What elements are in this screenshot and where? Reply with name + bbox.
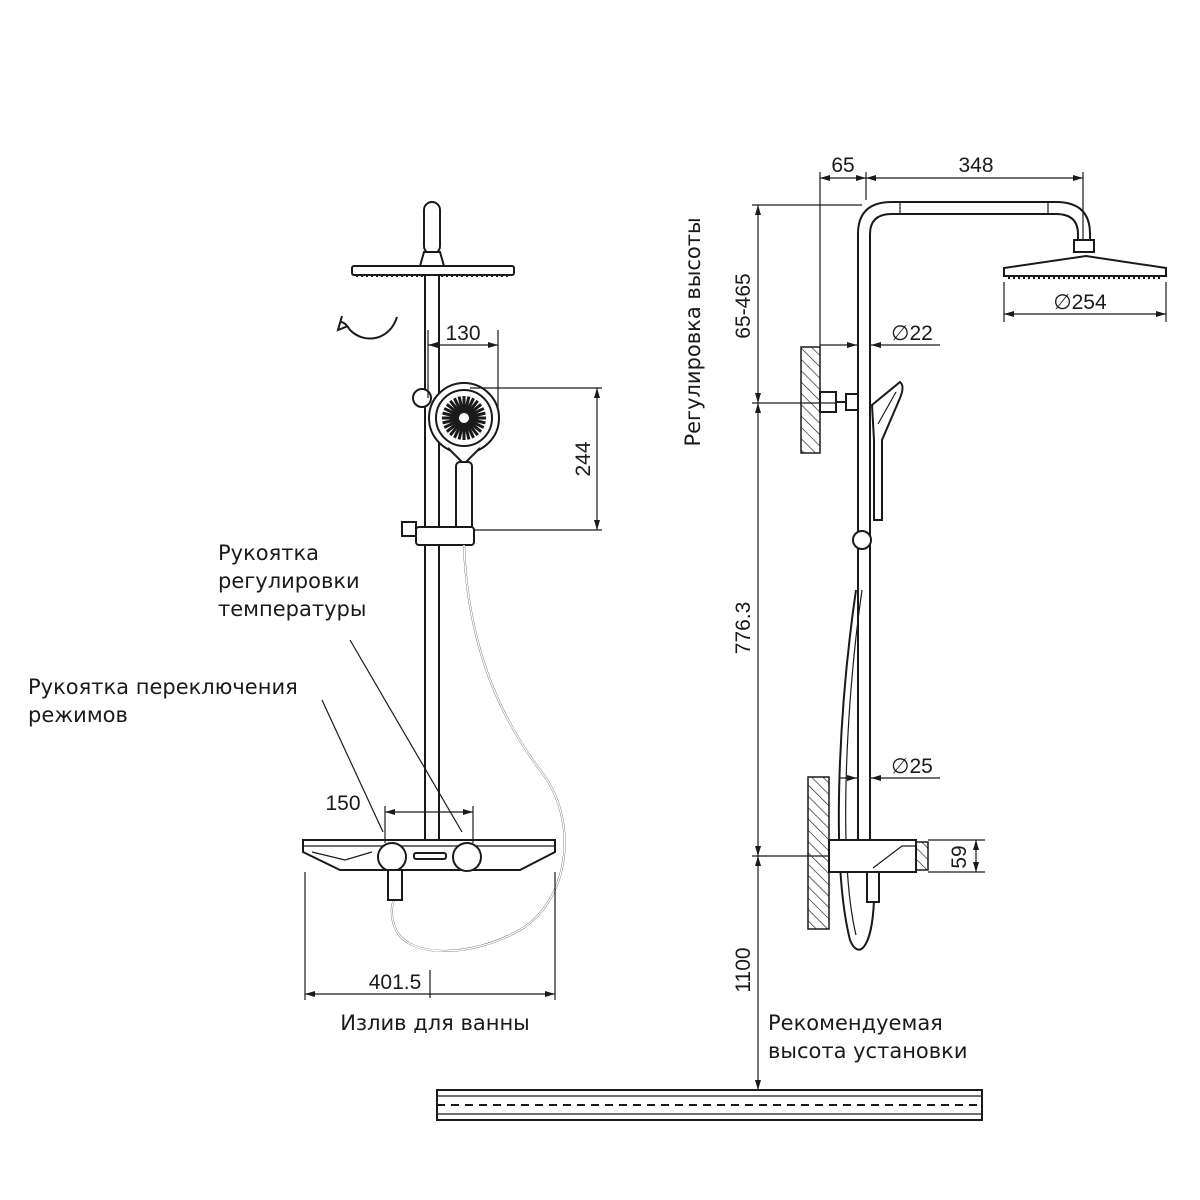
floor-line <box>436 1089 983 1121</box>
dim-pipe-bottom-diameter: ∅25 <box>891 755 933 778</box>
side-slider-knob <box>852 530 872 550</box>
nozzle-ray <box>442 417 460 425</box>
dim-height-adjust-range: 65-465 <box>732 273 755 338</box>
nozzle-ray <box>445 403 462 417</box>
dim-arm-offset: 65 <box>831 154 854 177</box>
nozzle-ray <box>442 411 460 419</box>
dim-hand-shower-width: 130 <box>445 322 480 345</box>
nozzle-ray <box>457 396 465 414</box>
nozzle-ray <box>449 399 463 416</box>
nozzle-ray <box>445 419 462 433</box>
callout-labels: Рукоятка регулировки температуры Рукоятк… <box>28 217 968 1063</box>
label-temp-handle-line3: температуры <box>218 597 366 621</box>
nozzle-ray <box>467 418 485 429</box>
upper-wall-plate <box>800 346 821 454</box>
nozzle-ray <box>457 422 465 440</box>
nozzle-ray <box>465 420 479 437</box>
dim-pipe-length: 776.3 <box>732 602 755 655</box>
dim-shelf-width: 401.5 <box>369 971 422 994</box>
holder-knob <box>412 388 432 408</box>
label-bath-spout: Излив для ванны <box>340 1011 530 1035</box>
side-dimensions <box>752 172 1167 1090</box>
label-temp-handle-line2: регулировки <box>218 569 360 593</box>
label-height-adjust: Регулировка высоты <box>681 217 705 446</box>
label-mode-handle-line2: режимов <box>28 703 128 727</box>
nozzle-ray <box>453 421 464 439</box>
slider-bracket <box>401 521 475 546</box>
nozzle-ray <box>466 403 483 417</box>
label-temp-handle-line1: Рукоятка <box>218 541 319 565</box>
dim-mixer-height: 59 <box>948 845 971 868</box>
dim-pipe-top-diameter: ∅22 <box>891 322 933 345</box>
rotation-arrow-icon <box>336 315 398 340</box>
dimension-texts: 130 244 150 401.5 65 348 ∅254 ∅22 ∅25 65… <box>325 154 1107 994</box>
nozzle-ray <box>466 419 483 433</box>
dim-head-diameter: ∅254 <box>1053 291 1107 314</box>
label-mode-handle-line1: Рукоятка переключения <box>28 675 298 699</box>
bath-spout-outlet <box>387 869 403 901</box>
nozzle-ray <box>468 411 486 419</box>
nozzle-ray <box>468 417 486 425</box>
dim-hand-shower-height: 244 <box>572 441 595 476</box>
nozzle-sunburst <box>442 396 486 440</box>
side-overhead-shower-head <box>1003 239 1167 279</box>
front-overhead-shower-head <box>351 201 515 277</box>
front-dimensions <box>304 330 602 1000</box>
side-hand-shower <box>870 380 904 521</box>
nozzle-ray <box>463 396 471 414</box>
front-shower-hose <box>390 544 566 952</box>
nozzle-ray <box>465 399 479 416</box>
nozzle-ray <box>464 397 475 415</box>
nozzle-ray <box>463 422 471 440</box>
lower-wall-plate <box>807 776 830 930</box>
side-shower-hose <box>837 589 875 951</box>
nozzle-ray <box>443 418 461 429</box>
front-shelf-mixer <box>302 839 556 901</box>
nozzle-ray <box>453 397 464 415</box>
front-view <box>302 201 566 952</box>
label-recommended-height-line1: Рекомендуемая <box>768 1011 943 1035</box>
hand-shower <box>428 382 500 531</box>
nozzle-ray <box>443 407 461 418</box>
dim-arm-length: 348 <box>958 154 993 177</box>
side-mixer-body <box>828 839 929 903</box>
nozzle-ray <box>467 407 485 418</box>
nozzle-ray <box>449 420 463 437</box>
front-vertical-pipe <box>424 274 440 844</box>
nozzle-ray <box>464 421 475 439</box>
dim-handle-spacing: 150 <box>325 792 360 815</box>
side-view <box>800 201 1167 951</box>
label-recommended-height-line2: высота установки <box>768 1039 968 1063</box>
dim-install-height: 1100 <box>732 947 755 992</box>
